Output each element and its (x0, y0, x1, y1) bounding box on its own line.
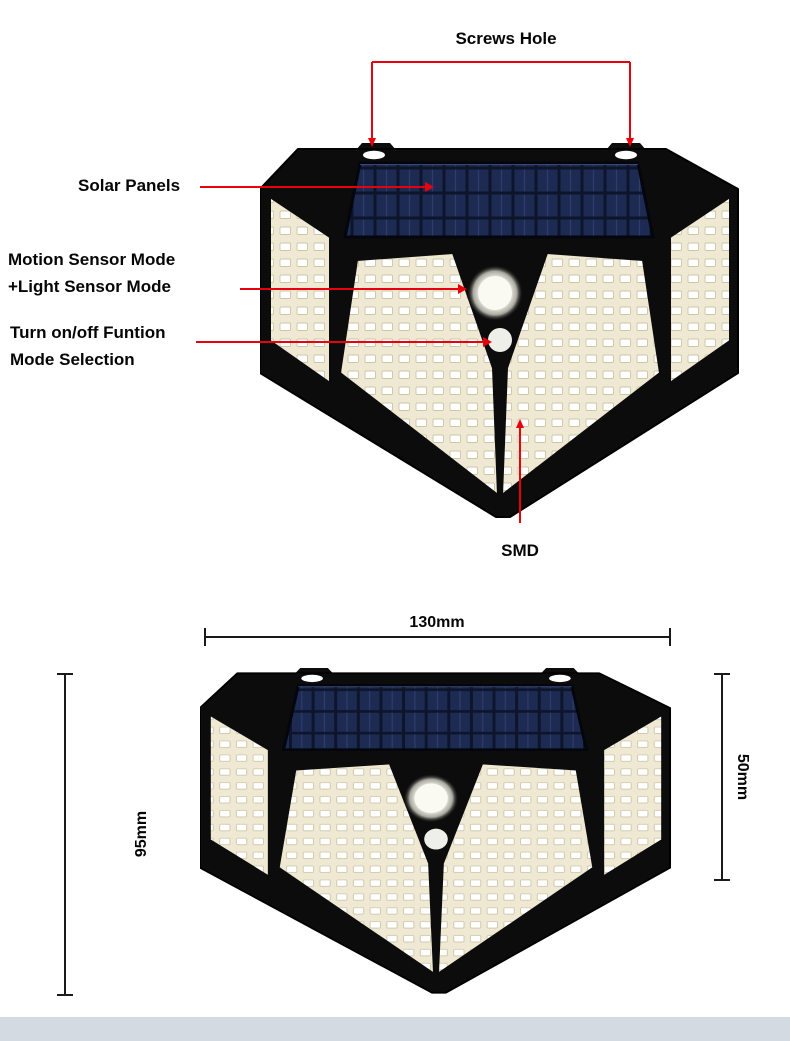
side-height-dimension-label: 50mm (734, 753, 751, 801)
mode-selection-label-line2: Mode Selection (10, 350, 135, 369)
screws-hole-label: Screws Hole (455, 29, 557, 48)
side-height-dimension-line (714, 673, 730, 881)
motion-sensor-label-line2: +Light Sensor Mode (8, 277, 171, 296)
solar-light-annotated-view (260, 143, 740, 519)
screws-hole-callout-line (371, 61, 631, 138)
mode-selection-label-line1: Turn on/off Funtion (10, 323, 166, 342)
solar-panels-label: Solar Panels (78, 176, 181, 195)
mode-selection-label: Turn on/off Funtion Mode Selection (10, 319, 165, 373)
motion-sensor-label-line1: Motion Sensor Mode (8, 250, 176, 269)
footer-strip (0, 1017, 790, 1041)
width-dimension-label: 130mm (409, 614, 465, 631)
height-dimension-label: 95mm (133, 810, 150, 858)
height-dimension-line (57, 673, 73, 996)
motion-sensor-label: Motion Sensor Mode +Light Sensor Mode (8, 246, 175, 300)
smd-label: SMD (501, 541, 539, 560)
solar-light-dimension-view (200, 668, 672, 995)
